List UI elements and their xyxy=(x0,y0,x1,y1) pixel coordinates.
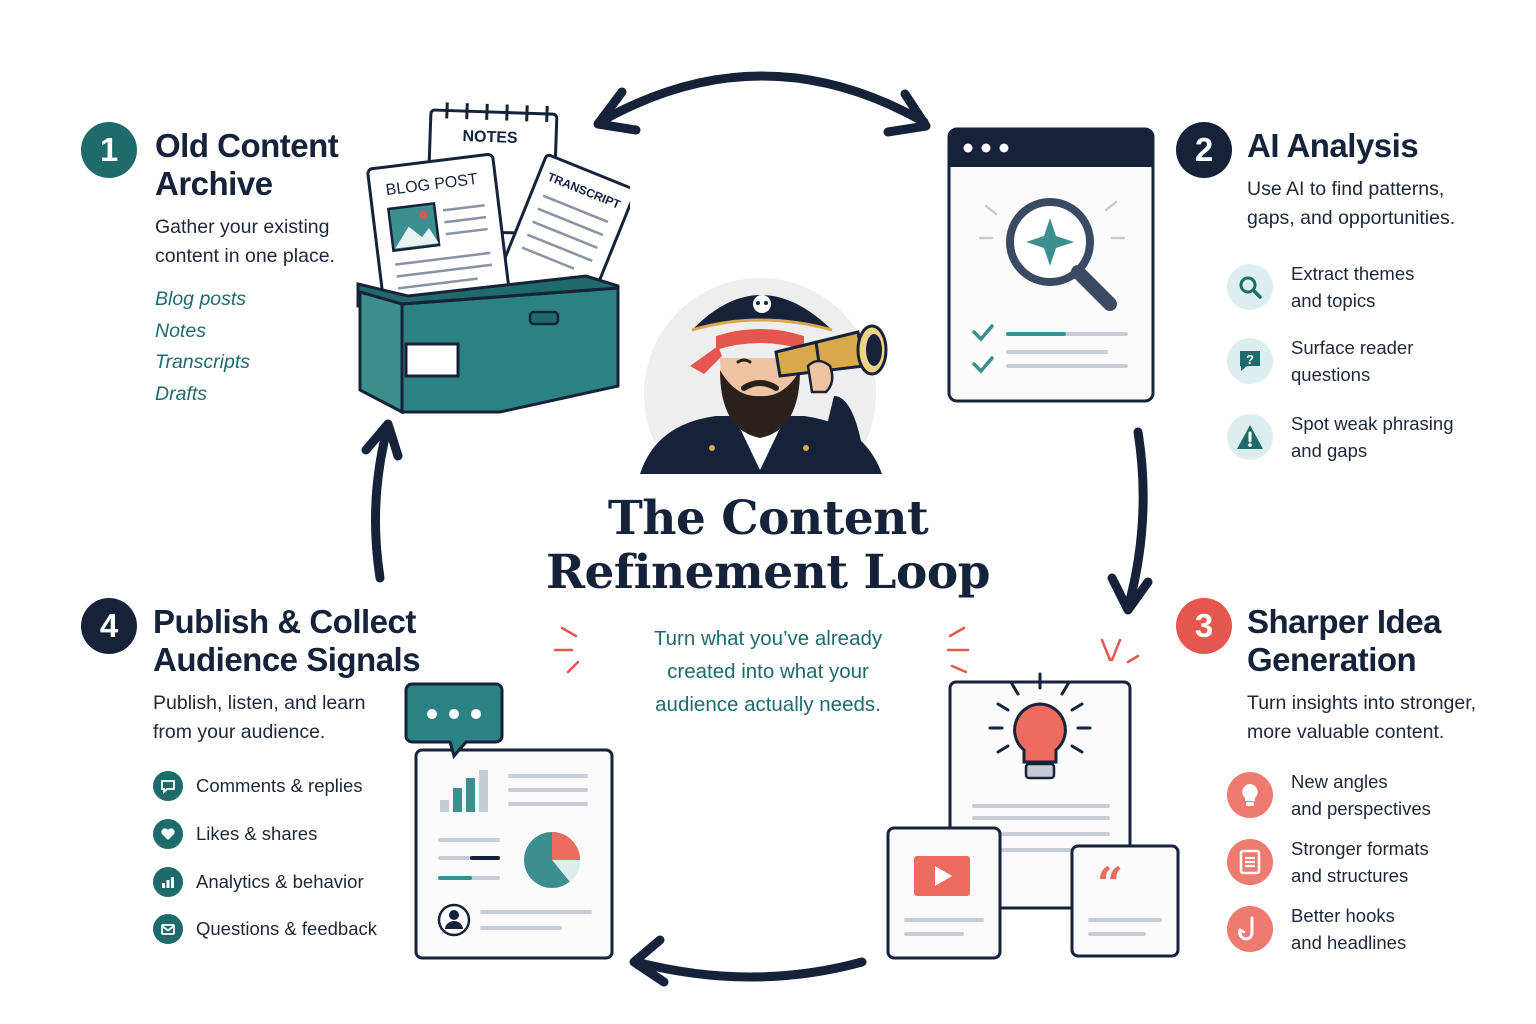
step-4-signal-4: Questions & feedback xyxy=(153,914,377,944)
transcript-page: TRANSCRIPT xyxy=(494,153,630,321)
step-4-title: Publish & Collect Audience Signals xyxy=(153,603,421,679)
feature-text: New angles and perspectives xyxy=(1291,771,1431,819)
bar-chart-icon xyxy=(153,867,183,897)
step-4-desc-line1: Publish, listen, and learn xyxy=(153,692,366,714)
document-icon xyxy=(1227,839,1273,885)
warning-icon xyxy=(1227,414,1273,460)
step-3-number: 3 xyxy=(1176,598,1232,654)
arrow-4-to-1 xyxy=(371,421,393,583)
step-2-description: Use AI to find patterns, gaps, and oppor… xyxy=(1247,175,1455,233)
feature-text: Stronger formats and structures xyxy=(1291,838,1429,886)
heart-icon xyxy=(153,819,183,849)
feature-text: Spot weak phrasing and gaps xyxy=(1291,413,1454,461)
step-1-title-line2: Archive xyxy=(155,165,273,202)
feature-text: Extract themes and topics xyxy=(1291,263,1415,311)
svg-text:“: “ xyxy=(1097,857,1123,911)
step-1-title: Old Content Archive xyxy=(155,127,339,203)
step-2-number: 2 xyxy=(1176,122,1232,178)
list-item: Blog posts xyxy=(155,288,247,310)
arrow-2-to-3 xyxy=(1123,427,1148,613)
step-1-desc-line1: Gather your existing xyxy=(155,216,330,238)
signal-text: Likes & shares xyxy=(196,823,318,844)
step-4-signal-2: Likes & shares xyxy=(153,819,317,849)
sparkle-marks xyxy=(553,626,1140,674)
step-3-title-line2: Generation xyxy=(1247,641,1417,678)
feature-text: Better hooks and headlines xyxy=(1291,905,1407,953)
feature-text: Surface reader questions xyxy=(1291,337,1414,385)
video-card xyxy=(886,826,1002,960)
ai-analysis-window xyxy=(947,127,1155,403)
lightbulb-graphic xyxy=(1013,702,1067,764)
step-2-desc-line1: Use AI to find patterns, xyxy=(1247,178,1445,200)
archive-box xyxy=(356,274,620,415)
list-item: Notes xyxy=(155,319,206,342)
step-4-signal-1: Comments & replies xyxy=(153,771,363,801)
pirate-mascot-illustration xyxy=(620,278,920,476)
list-item: Transcripts xyxy=(155,351,250,373)
list-item: Drafts xyxy=(155,382,208,405)
step-3-description: Turn insights into stronger, more valuab… xyxy=(1247,689,1476,747)
step-4-title-line2: Audience Signals xyxy=(153,641,421,678)
step-4-signal-3: Analytics & behavior xyxy=(153,867,364,897)
step-1-content-list: Blog posts Notes Transcripts Drafts xyxy=(155,284,250,410)
step-3-title-line1: Sharper Idea xyxy=(1247,603,1441,640)
signal-text: Questions & feedback xyxy=(196,918,377,939)
step-3-feature-3: Better hooks and headlines xyxy=(1227,902,1406,956)
comment-icon xyxy=(153,771,183,801)
step-2-feature-1: Extract themes and topics xyxy=(1227,260,1414,314)
skull-icon xyxy=(753,295,771,313)
step-4-number: 4 xyxy=(81,598,137,654)
arrow-3-to-4 xyxy=(631,957,867,982)
notes-label: NOTES xyxy=(462,128,518,147)
step-3-feature-1: New angles and perspectives xyxy=(1227,768,1431,822)
step-1-title-line1: Old Content xyxy=(155,127,339,164)
step-3-title: Sharper Idea Generation xyxy=(1247,603,1441,679)
step-2-feature-3: Spot weak phrasing and gaps xyxy=(1227,410,1454,464)
step-3-feature-2: Stronger formats and structures xyxy=(1227,835,1429,889)
idea-generation-illustration: “ xyxy=(886,672,1180,960)
page-subtitle: Turn what you’ve already created into wh… xyxy=(653,627,883,716)
dashboard-card xyxy=(414,748,614,960)
step-1-description: Gather your existing content in one plac… xyxy=(155,213,335,271)
step-4-title-line1: Publish & Collect xyxy=(153,603,416,640)
step-3-desc-line2: more valuable content. xyxy=(1247,721,1445,743)
hook-icon xyxy=(1227,906,1273,952)
magnifier-graphic xyxy=(978,198,1126,311)
lightbulb-icon xyxy=(1227,772,1273,818)
arrow-1-to-2 xyxy=(595,71,929,127)
step-4-description: Publish, listen, and learn from your aud… xyxy=(153,689,365,747)
question-bubble-icon: ? xyxy=(1227,338,1273,384)
step-4-desc-line2: from your audience. xyxy=(153,721,326,743)
analytics-dashboard-illustration xyxy=(404,682,614,960)
quote-card: “ xyxy=(1070,844,1180,958)
magnifier-icon xyxy=(1227,264,1273,310)
signal-text: Comments & replies xyxy=(196,775,363,796)
step-3-desc-line1: Turn insights into stronger, xyxy=(1247,692,1477,714)
signal-text: Analytics & behavior xyxy=(196,871,364,892)
chat-bubble-graphic xyxy=(404,682,504,760)
page-title: The Content Refinement Loop xyxy=(545,491,991,600)
mail-icon xyxy=(153,914,183,944)
step-1-number: 1 xyxy=(81,122,137,178)
step-1-desc-line2: content in one place. xyxy=(155,245,335,267)
step-2-title: AI Analysis xyxy=(1247,127,1419,164)
telescope-icon xyxy=(774,324,888,394)
svg-text:?: ? xyxy=(1246,352,1254,367)
step-2-feature-2: ? Surface reader questions xyxy=(1227,334,1413,388)
step-2-desc-line2: gaps, and opportunities. xyxy=(1247,207,1456,229)
archive-box-illustration: NOTES TRANSCRIPT BLOG POST xyxy=(356,102,630,415)
pie-chart-graphic xyxy=(524,832,581,888)
